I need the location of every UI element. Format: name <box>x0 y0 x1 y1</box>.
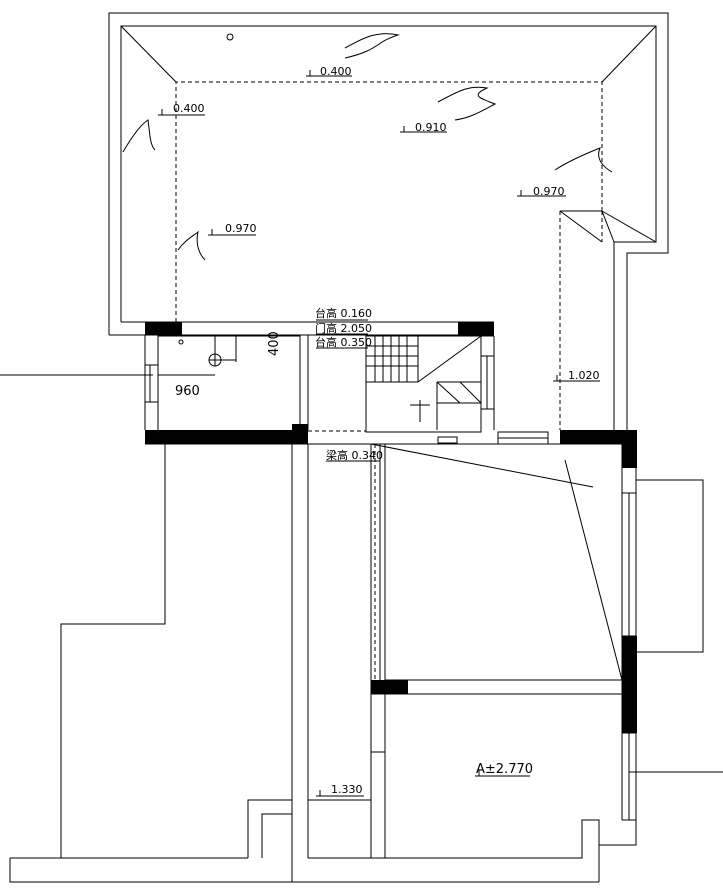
outline-lines <box>0 12 723 883</box>
label-1330: 1.330 <box>331 783 363 796</box>
roof-inner-boundary <box>120 25 657 430</box>
label-roof-0400-left: 0.400 <box>173 102 205 115</box>
label-dim-960: 960 <box>175 384 200 399</box>
stair-diag <box>417 335 482 383</box>
wave-2 <box>437 86 497 121</box>
wave-1 <box>344 33 400 59</box>
label-sill-0160: 台高 0.160 <box>315 306 372 320</box>
label-door-2050: 门高 2.050 <box>315 321 372 335</box>
wave-4 <box>554 147 613 173</box>
wave-5 <box>177 230 206 261</box>
label-roof-0970-right: 0.970 <box>533 185 565 198</box>
ridge-lower-right-diag <box>559 210 603 243</box>
diag-2 <box>564 459 623 681</box>
stair-treads <box>366 336 482 430</box>
solid-walls <box>145 322 637 733</box>
wave-3 <box>122 119 156 153</box>
label-roof-0400-top: 0.400 <box>320 65 352 78</box>
label-beam-0340: 梁高 0.340 <box>326 448 383 462</box>
diag-1 <box>370 443 594 488</box>
ridge-diag-br <box>601 210 657 243</box>
roof-vent <box>226 33 234 41</box>
ridge-lower-right <box>560 210 615 243</box>
fixture-dot <box>178 339 184 345</box>
small-step <box>437 436 458 444</box>
label-level-2770: A±2.770 <box>476 762 533 777</box>
ridge-dashed <box>175 81 603 322</box>
balcony <box>635 479 704 653</box>
bottom-notch-inner <box>261 813 292 858</box>
label-sill-0350: 台高 0.350 <box>315 335 372 349</box>
label-roof-0970-left: 0.970 <box>225 222 257 235</box>
label-1020: 1.020 <box>568 369 600 382</box>
ridge-diag-tl <box>120 25 177 83</box>
dim-lines <box>214 336 236 361</box>
ridge-diag-tr <box>601 25 657 83</box>
bottom-edge <box>9 858 599 883</box>
label-dim-400: 400 <box>267 331 282 356</box>
bottom-right-outline <box>385 819 637 859</box>
bottom-notch <box>247 799 292 858</box>
roof-outer-boundary <box>108 12 669 430</box>
level-leaders <box>162 75 600 797</box>
left-outer-wall <box>60 444 166 858</box>
label-roof-0910: 0.910 <box>415 121 447 134</box>
